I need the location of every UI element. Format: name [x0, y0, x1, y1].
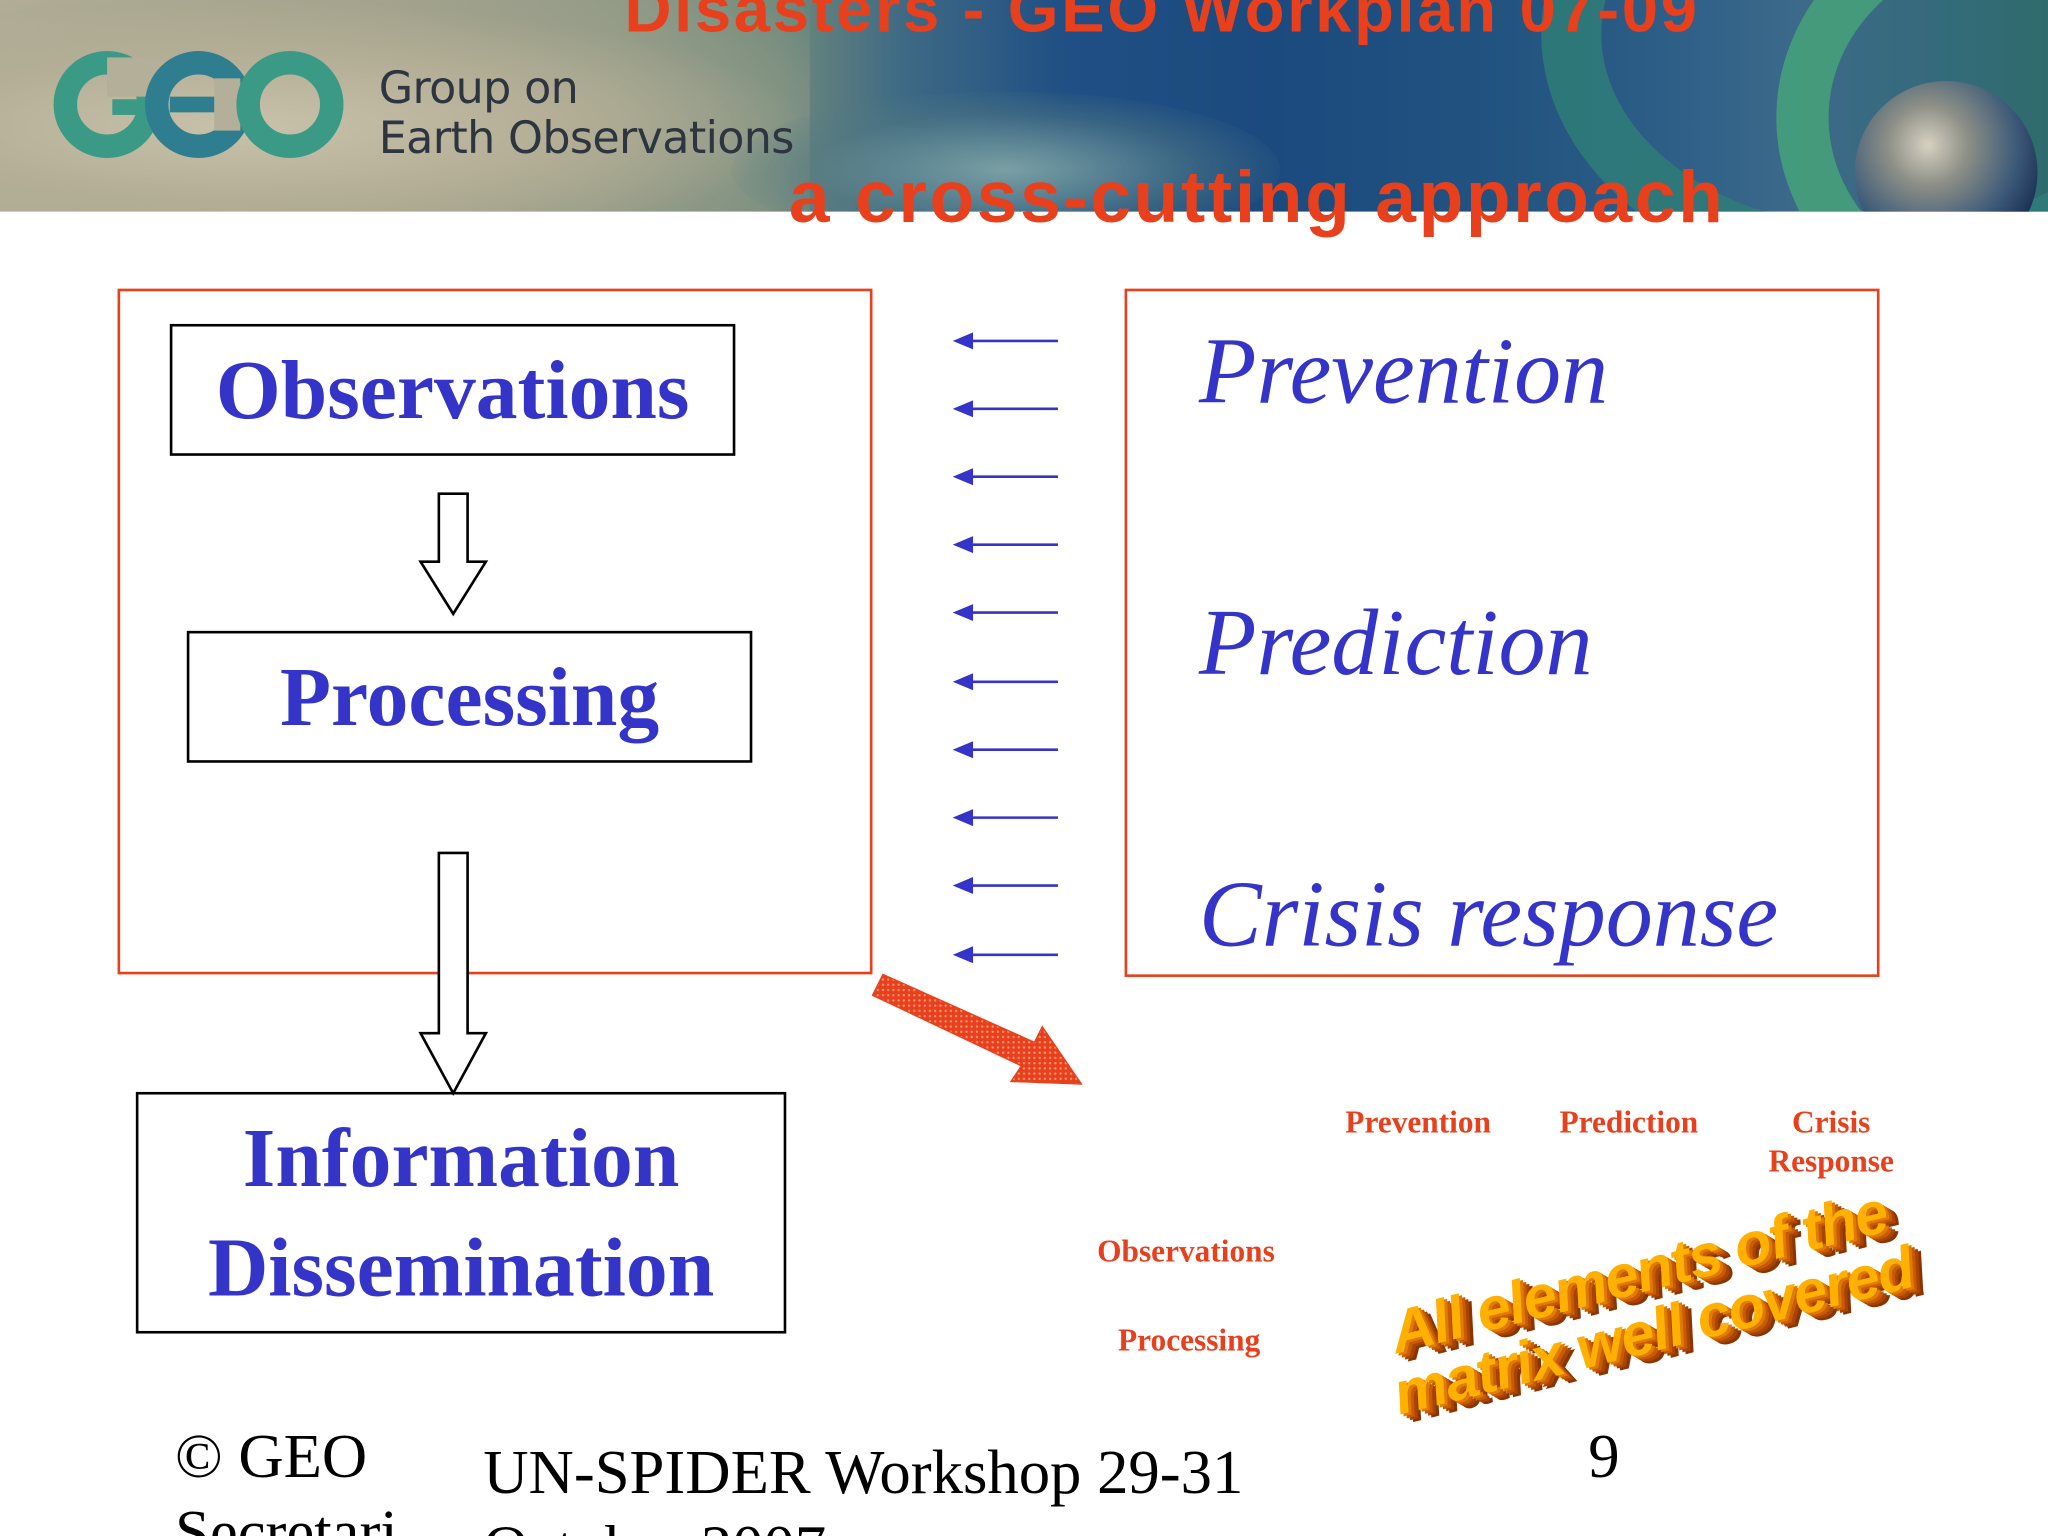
- information-dissemination-box: Information Dissemination: [135, 1091, 787, 1334]
- slide-title-line1: Disasters - GEO Workplan 07-09: [624, 0, 1700, 46]
- down-arrow-long-icon: [418, 851, 489, 1096]
- processing-label: Processing: [279, 649, 660, 743]
- satellite-coast-image: [731, 91, 1280, 212]
- matrix-row-observations: Observations: [1097, 1235, 1275, 1270]
- phase-prevention: Prevention: [1199, 318, 1609, 424]
- slide-title-line2: a cross-cutting approach: [788, 155, 1726, 238]
- geo-logo: [53, 50, 344, 159]
- matrix-col-crisis-line1: Crisis: [1791, 1106, 1871, 1141]
- phase-prediction: Prediction: [1199, 590, 1593, 695]
- org-name-line2: Earth Observations: [378, 112, 795, 165]
- matrix-col-crisis-line2: Response: [1768, 1145, 1894, 1180]
- matrix-coverage-wordart: All elements of the matrix well covered: [1352, 1173, 1939, 1429]
- footer-event-line1: UN-SPIDER Workshop 29-31: [483, 1438, 1244, 1508]
- down-arrow-icon: [418, 492, 489, 617]
- information-label: Information: [242, 1111, 680, 1205]
- matrix-col-prediction: Prediction: [1559, 1106, 1699, 1141]
- footer-copyright-line2: Secretari: [175, 1498, 398, 1536]
- header-banner: [0, 0, 2048, 212]
- dissemination-label: Dissemination: [207, 1220, 715, 1314]
- processing-box: Processing: [186, 630, 753, 763]
- matrix-row-processing: Processing: [1118, 1324, 1261, 1359]
- left-arrows-column: [952, 332, 1058, 964]
- phase-crisis-response: Crisis response: [1199, 862, 1779, 967]
- observations-box: Observations: [169, 323, 736, 456]
- phases-frame: [1124, 288, 1880, 977]
- diagonal-arrow-icon: [871, 973, 1083, 1085]
- matrix-col-prevention: Prevention: [1345, 1106, 1491, 1141]
- process-frame: [117, 288, 873, 975]
- footer-event-line2: October 2007: [483, 1517, 826, 1536]
- org-name-line1: Group on: [378, 62, 579, 115]
- page-number: 9: [1588, 1422, 1620, 1492]
- footer-copyright-line1: © GEO: [175, 1422, 368, 1492]
- matrix-col-crisis: Crisis Response: [1761, 1104, 1902, 1182]
- observations-label: Observations: [215, 342, 690, 436]
